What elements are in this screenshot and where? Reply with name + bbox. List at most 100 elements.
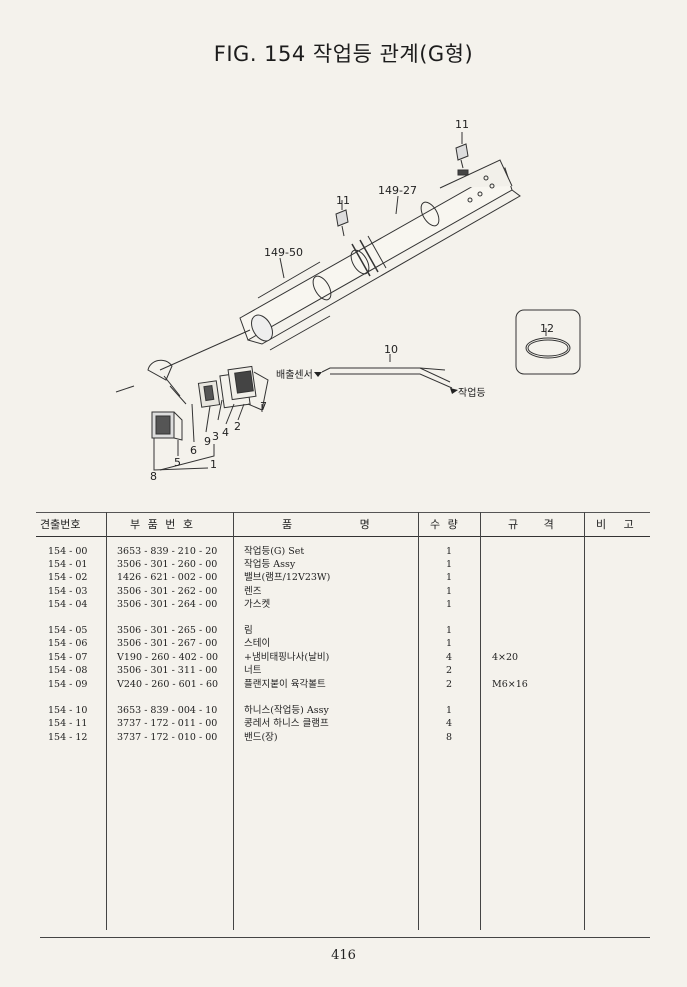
header-remark: 비 고	[596, 518, 636, 531]
cell-part: 3506 - 301 - 264 - 00	[117, 599, 218, 610]
label-10: 10	[384, 343, 398, 356]
label-8: 8	[150, 470, 157, 483]
label-9: 9	[204, 435, 211, 448]
label-6: 6	[190, 444, 197, 457]
cell-no: 154 - 05	[48, 625, 88, 636]
label-7: 7	[260, 400, 267, 413]
cell-part: 3506 - 301 - 267 - 00	[117, 638, 218, 649]
header-name: 품 명	[282, 518, 372, 531]
col-divider-1	[106, 512, 107, 930]
table-row: 154 - 11 3737 - 172 - 011 - 00 콩레서 하니스 클램프…	[0, 717, 687, 730]
table-row: 154 - 08 3506 - 301 - 311 - 00 너트 2	[0, 664, 687, 677]
cell-qty: 2	[446, 679, 453, 690]
cell-no: 154 - 11	[48, 718, 88, 729]
col-divider-5	[584, 512, 585, 930]
cell-part: 3653 - 839 - 004 - 10	[117, 705, 218, 716]
header-spec: 규 격	[508, 518, 556, 531]
cell-name: 렌즈	[244, 586, 262, 597]
table-row: 154 - 06 3506 - 301 - 267 - 00 스테이 1	[0, 637, 687, 650]
cell-qty: 1	[446, 586, 453, 597]
label-11-mid: 11	[336, 194, 350, 207]
cell-part: 3737 - 172 - 010 - 00	[117, 732, 218, 743]
label-12: 12	[540, 322, 554, 335]
label-3: 3	[212, 430, 219, 443]
cell-no: 154 - 10	[48, 705, 88, 716]
table-row: 154 - 01 3506 - 301 - 260 - 00 작업등 Assy 1	[0, 558, 687, 571]
cell-name: 가스켓	[244, 599, 271, 610]
cell-qty: 1	[446, 572, 453, 583]
label-149-27: 149-27	[378, 184, 417, 197]
cell-qty: 4	[446, 652, 453, 663]
header-qty: 수 량	[430, 518, 460, 531]
cell-name: 작업등(G) Set	[244, 546, 305, 557]
col-divider-4	[480, 512, 481, 930]
cell-qty: 4	[446, 718, 453, 729]
cell-spec: 4×20	[492, 652, 519, 663]
cell-name: 콩레서 하니스 클램프	[244, 718, 329, 729]
table-bottom-rule	[40, 937, 650, 938]
table-row: 154 - 03 3506 - 301 - 262 - 00 렌즈 1	[0, 585, 687, 598]
cell-no: 154 - 12	[48, 732, 88, 743]
cell-qty: 1	[446, 625, 453, 636]
cell-name: 스테이	[244, 638, 271, 649]
table-row: 154 - 00 3653 - 839 - 210 - 20 작업등(G) Set 1	[0, 545, 687, 558]
table-row: 154 - 09 V240 - 260 - 601 - 60 플랜지붙이 육각볼트 2…	[0, 678, 687, 691]
cell-name: 밴드(장)	[244, 732, 278, 743]
cell-name: 너트	[244, 665, 262, 676]
label-11-top: 11	[455, 118, 469, 131]
cell-no: 154 - 00	[48, 546, 88, 557]
table-row: 154 - 05 3506 - 301 - 265 - 00 림 1	[0, 624, 687, 637]
cell-qty: 1	[446, 705, 453, 716]
cell-part: 3506 - 301 - 262 - 00	[117, 586, 218, 597]
cell-part: 3506 - 301 - 311 - 00	[117, 665, 218, 676]
cell-no: 154 - 02	[48, 572, 88, 583]
cell-part: 3506 - 301 - 265 - 00	[117, 625, 218, 636]
label-2: 2	[234, 420, 241, 433]
cell-part: 3737 - 172 - 011 - 00	[117, 718, 218, 729]
page-title: FIG. 154 작업등 관계(G형)	[213, 42, 474, 66]
table-row: 154 - 10 3653 - 839 - 004 - 10 하니스(작업등) As…	[0, 704, 687, 717]
cell-name: 작업등 Assy	[244, 559, 296, 570]
cell-no: 154 - 09	[48, 679, 88, 690]
cell-name: 플랜지붙이 육각볼트	[244, 679, 326, 690]
table-row: 154 - 02 1426 - 621 - 002 - 00 밸브(램프/12V23…	[0, 571, 687, 584]
cell-name: 밸브(램프/12V23W)	[244, 572, 331, 583]
table-row: 154 - 07 V190 - 260 - 402 - 00 +냄비태핑나사(날비)…	[0, 651, 687, 664]
table-row: 154 - 04 3506 - 301 - 264 - 00 가스켓 1	[0, 598, 687, 611]
cell-name: 하니스(작업등) Assy	[244, 705, 329, 716]
cell-qty: 1	[446, 559, 453, 570]
cell-name: +냄비태핑나사(날비)	[244, 652, 330, 663]
cell-no: 154 - 03	[48, 586, 88, 597]
cell-no: 154 - 08	[48, 665, 88, 676]
cell-name: 림	[244, 625, 253, 636]
col-divider-2	[233, 512, 234, 930]
label-sensor: 배출센서	[276, 369, 313, 381]
cell-part: 1426 - 621 - 002 - 00	[117, 572, 218, 583]
cell-part: 3653 - 839 - 210 - 20	[117, 546, 218, 557]
cell-no: 154 - 06	[48, 638, 88, 649]
cell-qty: 1	[446, 599, 453, 610]
cell-spec: M6×16	[492, 679, 528, 690]
col-divider-3	[418, 512, 419, 930]
table-header-rule	[36, 536, 650, 537]
page-number: 416	[331, 948, 356, 963]
cell-qty: 1	[446, 638, 453, 649]
cell-no: 154 - 07	[48, 652, 88, 663]
table-row: 154 - 12 3737 - 172 - 010 - 00 밴드(장) 8	[0, 731, 687, 744]
label-5: 5	[174, 456, 181, 469]
cell-part: V240 - 260 - 601 - 60	[117, 679, 219, 690]
cell-part: V190 - 260 - 402 - 00	[117, 652, 219, 663]
cell-qty: 2	[446, 665, 453, 676]
parts-diagram: 11 11 149-27 149-50 10 12 배출센서 작업등 8 5 6…	[115, 118, 581, 483]
header-no: 견출번호	[40, 518, 81, 531]
label-worklight: 작업등	[458, 386, 486, 399]
cell-part: 3506 - 301 - 260 - 00	[117, 559, 218, 570]
cell-no: 154 - 04	[48, 599, 88, 610]
cell-qty: 8	[446, 732, 453, 743]
label-149-50: 149-50	[264, 246, 303, 259]
label-4: 4	[222, 426, 229, 439]
cell-no: 154 - 01	[48, 559, 88, 570]
table-top-rule	[36, 512, 650, 513]
header-part: 부 품 번 호	[130, 518, 195, 531]
cell-qty: 1	[446, 546, 453, 557]
